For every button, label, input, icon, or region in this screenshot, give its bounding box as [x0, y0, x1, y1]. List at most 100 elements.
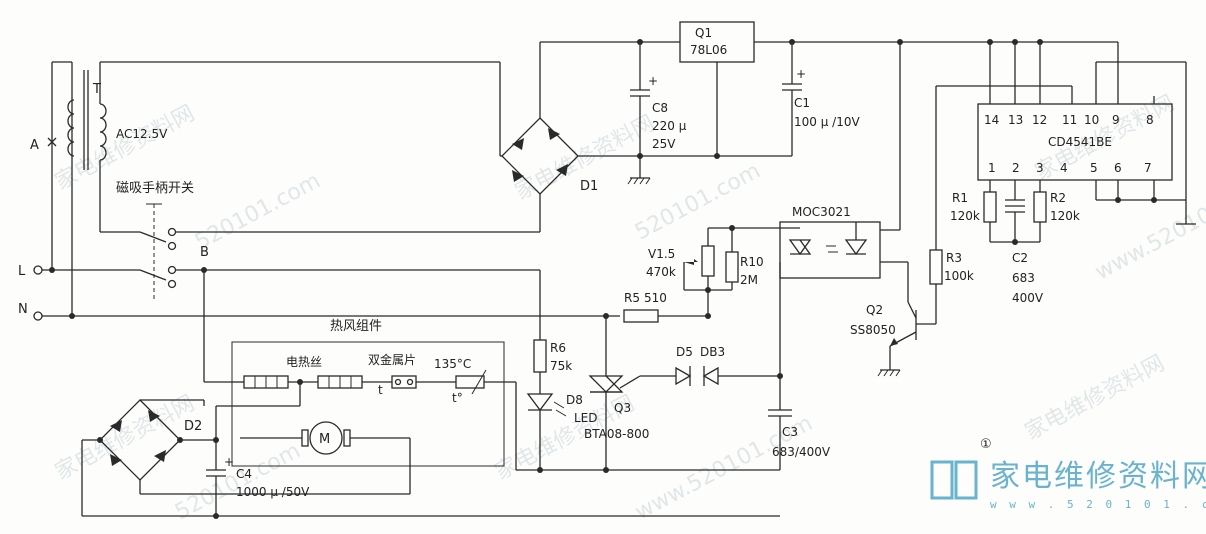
power-supply: D1 Q1 78L06 + C8 220 μ 25V + C1 10: [499, 21, 1118, 232]
motor-brush: [301, 429, 309, 447]
triac-section: R6 75k D8 LED Q3 BTA08-800 D5 DB3 C3 68: [526, 270, 831, 473]
q1-value: 78L06: [690, 43, 727, 57]
pot-wiper: [684, 259, 698, 265]
junction-dot: [637, 153, 643, 159]
switch-contact: [167, 265, 177, 275]
ic-pin-top: 8: [1146, 113, 1154, 127]
mains-terminals: L N: [18, 264, 620, 321]
cap-polarity: +: [648, 74, 658, 88]
junction-dot: [1012, 239, 1018, 245]
ground-hatch: [627, 177, 651, 185]
r6-resistor: [533, 339, 547, 373]
v1-value: 470k: [646, 265, 676, 279]
r6-value: 75k: [550, 359, 572, 373]
optocoupler-section: MOC3021: [779, 42, 909, 376]
switch-blade: [139, 269, 167, 281]
d8-value: LED: [574, 411, 598, 425]
transformer-section: A T AC12.5V: [30, 61, 500, 316]
d8-led: [526, 393, 554, 412]
diode-arrow: [512, 170, 524, 182]
c3-ref: C3: [782, 425, 798, 439]
ic-pin-bottom: 7: [1144, 161, 1152, 175]
q3-triac: [588, 375, 624, 393]
r2-value: 120k: [1050, 209, 1080, 223]
bimetal-contact: [394, 378, 402, 386]
r3-resistor: [929, 249, 943, 285]
diode-arrow: [148, 410, 160, 422]
d5-ref: D5: [676, 345, 693, 359]
ic-pin-bottom: 2: [1012, 161, 1020, 175]
switch-contact: [167, 241, 177, 251]
c2-ref: C2: [1012, 251, 1028, 265]
node-b-label: B: [200, 245, 209, 260]
bimetal-label: 双金属片: [368, 352, 416, 367]
ic-pin-top: 14: [984, 113, 999, 127]
junction-dot: [603, 467, 609, 473]
r5-resistor: [623, 309, 659, 323]
transformer-secondary-coil: [99, 103, 107, 161]
ic-pin-top: 13: [1008, 113, 1023, 127]
d8-ref: D8: [566, 393, 583, 407]
thermostat-slash: [471, 369, 487, 395]
junction-dot: [49, 267, 55, 273]
watermark-url: www.520101.com: [1091, 171, 1206, 286]
r5-ref: R5: [624, 291, 640, 305]
watermark-url: 520101.com: [631, 158, 765, 245]
c8-ref: C8: [652, 101, 668, 115]
ic-pin-bottom: 1: [988, 161, 996, 175]
r5-value: 510: [644, 291, 667, 305]
led-light-arrows: [553, 401, 567, 417]
transformer-primary-coil: [67, 99, 75, 157]
c1-value: 100 μ /10V: [794, 115, 860, 129]
junction-dot: [729, 225, 735, 231]
d5-value: DB3: [700, 345, 725, 359]
junction-dot: [1151, 197, 1157, 203]
r10-value: 2M: [740, 273, 758, 287]
switch-blade: [139, 231, 167, 243]
transformer-ref: T: [92, 82, 101, 97]
bimetal-contact: [406, 378, 414, 386]
r2-resistor: [1033, 191, 1047, 223]
moc-ref: MOC3021: [792, 205, 851, 219]
diode-arrow: [110, 420, 122, 432]
d5-diac: [675, 366, 719, 386]
q2-value: SS8050: [850, 323, 896, 337]
c2-value: 683: [1012, 271, 1035, 285]
terminal-l-label: L: [18, 264, 26, 279]
ic-pin-top: 10: [1084, 113, 1099, 127]
motor-brush: [343, 429, 351, 447]
diode-arrow: [154, 450, 166, 462]
r10-resistor: [725, 251, 739, 283]
r3-value: 100k: [944, 269, 974, 283]
d2-ref: D2: [184, 419, 202, 434]
opto-led: [844, 239, 868, 256]
ic-pin-top: 12: [1032, 113, 1047, 127]
heater-label: 电热丝: [286, 355, 322, 369]
cap-polarity: +: [796, 67, 806, 81]
diode-arrow: [556, 164, 568, 176]
c4-value: 1000 μ /50V: [236, 485, 310, 499]
cap-polarity: +: [224, 455, 234, 469]
q3-value: BTA08-800: [584, 427, 649, 441]
ground-hatch: [877, 369, 901, 377]
r1-resistor: [983, 191, 997, 223]
r10-ref: R10: [740, 255, 764, 269]
driver-transistor: R3 100k Q2 SS8050: [850, 249, 974, 377]
motor-supply: D2 + C4 1000 μ /50V: [81, 270, 780, 519]
ic-pin-bottom: 6: [1114, 161, 1122, 175]
terminal-n-label: N: [18, 302, 28, 317]
thermostat-tdeg: t°: [452, 391, 463, 405]
terminal-n: [33, 311, 43, 321]
r6-ref: R6: [550, 341, 566, 355]
cd4541-chip: [977, 103, 1173, 181]
q1-ref: Q1: [695, 26, 712, 40]
q3-ref: Q3: [614, 401, 631, 415]
hot-air-label: 热风组件: [330, 319, 382, 334]
junction-dot: [213, 513, 219, 519]
ic-pin-bottom: 4: [1060, 161, 1068, 175]
diode-arrow: [512, 138, 524, 150]
junction-dot: [714, 153, 720, 159]
switch-label: 磁吸手柄开关: [116, 181, 194, 196]
